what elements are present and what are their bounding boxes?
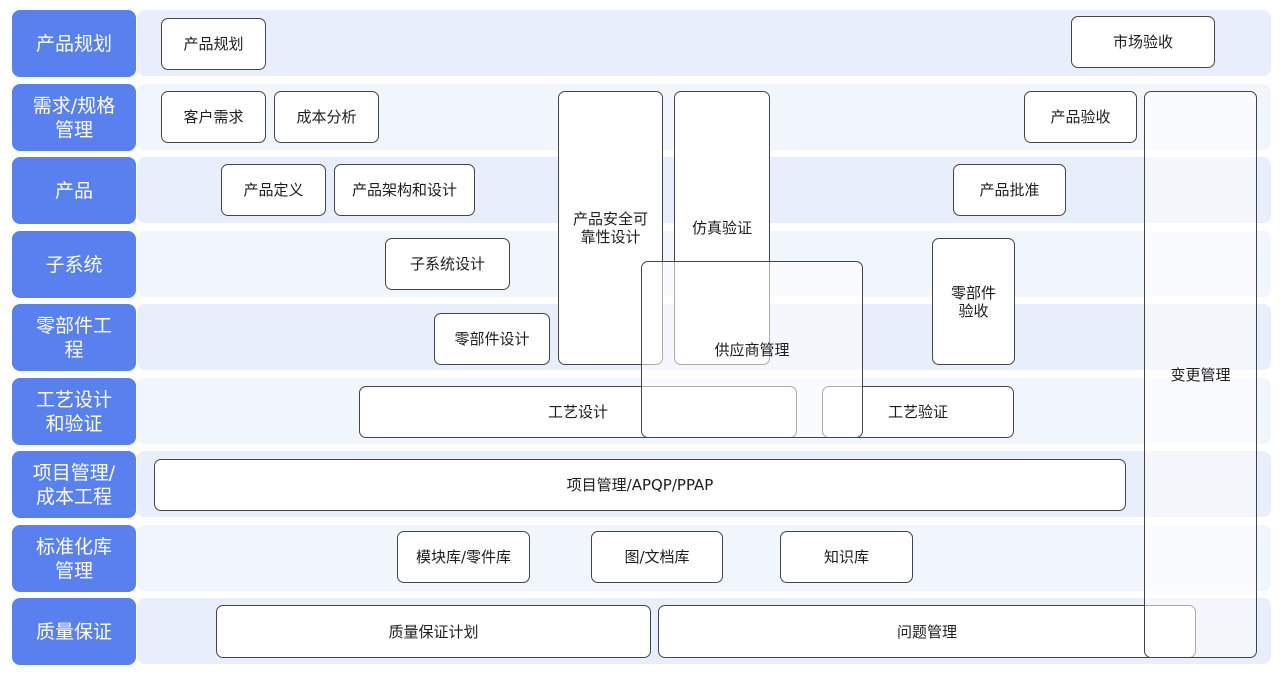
market-acceptance-box[interactable]: 市场验收 bbox=[1071, 16, 1215, 68]
project-management-box[interactable]: 项目管理/APQP/PPAP bbox=[154, 459, 1126, 511]
cost-analysis-box[interactable]: 成本分析 bbox=[274, 91, 379, 143]
product-planning-box[interactable]: 产品规划 bbox=[161, 18, 266, 70]
row-label-standard-library: 标准化库管理 bbox=[12, 525, 136, 592]
quality-assurance-plan-box[interactable]: 质量保证计划 bbox=[216, 605, 651, 658]
supplier-management-box[interactable]: 供应商管理 bbox=[641, 261, 863, 438]
module-part-library-box[interactable]: 模块库/零件库 bbox=[397, 531, 530, 583]
row-label-parts: 零部件工程 bbox=[12, 304, 136, 371]
row-label-process: 工艺设计和验证 bbox=[12, 378, 136, 445]
part-design-box[interactable]: 零部件设计 bbox=[434, 313, 550, 365]
subsystem-design-box[interactable]: 子系统设计 bbox=[385, 238, 510, 290]
part-acceptance-box[interactable]: 零部件验收 bbox=[932, 238, 1015, 365]
knowledge-base-box[interactable]: 知识库 bbox=[780, 531, 913, 583]
customer-requirements-box[interactable]: 客户需求 bbox=[161, 91, 266, 143]
change-management-box[interactable]: 变更管理 bbox=[1144, 91, 1257, 658]
issue-management-box[interactable]: 问题管理 bbox=[658, 605, 1196, 658]
row-label-project: 项目管理/成本工程 bbox=[12, 451, 136, 518]
row-label-product-planning: 产品规划 bbox=[12, 10, 136, 77]
product-definition-box[interactable]: 产品定义 bbox=[221, 164, 326, 216]
row-label-requirements: 需求/规格管理 bbox=[12, 84, 136, 151]
product-acceptance-box[interactable]: 产品验收 bbox=[1024, 91, 1137, 143]
drawing-document-library-box[interactable]: 图/文档库 bbox=[591, 531, 723, 583]
product-approval-box[interactable]: 产品批准 bbox=[953, 164, 1066, 216]
product-architecture-design-box[interactable]: 产品架构和设计 bbox=[334, 164, 475, 216]
row-label-product: 产品 bbox=[12, 157, 136, 224]
row-label-quality: 质量保证 bbox=[12, 598, 136, 665]
row-label-subsystem: 子系统 bbox=[12, 231, 136, 298]
